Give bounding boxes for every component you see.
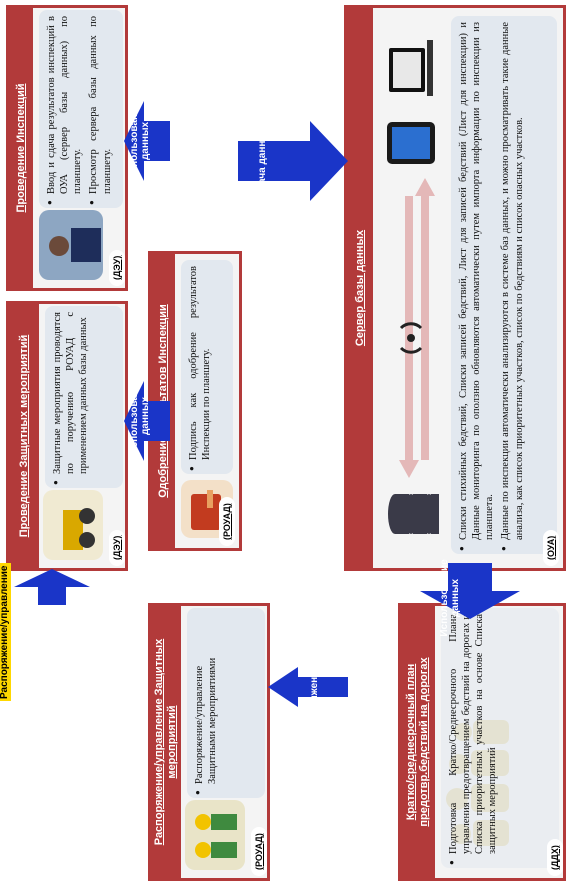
box-approval: Одобрение результатов Инспекции Подпись …	[148, 251, 242, 551]
orders-panel: Распоряжение/управление Защитными меропр…	[187, 608, 265, 798]
box-title: Проведение Инспекций	[9, 8, 33, 288]
box-inspection: Проведение Инспекций Ввод и сдача резуль…	[6, 5, 128, 291]
laptop-icon	[383, 38, 439, 98]
protective-bullet: Защитные мероприятия проводятся по поруч…	[51, 312, 90, 474]
arrow-data-submit-label: Сдача данных	[257, 126, 268, 198]
box-title: Распоряжение/управление Защитных меропри…	[151, 606, 181, 878]
inspector-illustration	[39, 210, 103, 280]
arrow-order	[268, 667, 348, 707]
wireless-icon	[391, 318, 431, 358]
plan-bullet: Подготовка Кратко/Среднесрочного Плана у…	[447, 614, 500, 854]
org-label: (ДЭУ)	[109, 529, 125, 566]
arrow-data-use-top-label: Использование данных	[129, 102, 151, 180]
approval-panel: Подпись как одобрение результатов Инспек…	[181, 260, 233, 474]
org-label: (ДДХ)	[547, 839, 563, 876]
arrow-order-manage	[14, 569, 90, 605]
arrow-data-use-mid	[124, 381, 170, 461]
server-bullet: Списки стихийных бедствий, Списки записе…	[457, 22, 496, 540]
approval-bullet: Подпись как одобрение результатов Инспек…	[187, 266, 213, 460]
box-protective: Проведение Защитных мероприятий Защитные…	[6, 301, 128, 571]
arrow-order-manage-label: Распоряжение/управление	[0, 563, 11, 701]
database-icon	[385, 490, 447, 538]
box-title: Проведение Защитных мероприятий	[9, 304, 39, 568]
inspection-panel: Ввод и сдача результатов инспекций в ОУА…	[39, 10, 123, 208]
arrow-data-submit	[238, 121, 348, 201]
orders-bullet: Распоряжение/управление Защитными меропр…	[193, 614, 219, 784]
box-title: Кратко/среднесрочный план предотвр.бедст…	[401, 606, 435, 878]
arrow-data-use-top	[124, 101, 170, 181]
org-label: (ОУА)	[543, 529, 559, 566]
org-label: (РОУАД)	[251, 827, 267, 876]
tractor-illustration	[43, 490, 103, 560]
box-title: Сервер базы данных	[347, 8, 373, 568]
arrow-order-label: Распоряжение	[309, 665, 320, 737]
tablet-icon	[383, 118, 439, 168]
server-bullet: Данные по инспекции автоматически анализ…	[499, 22, 525, 540]
arrow-data-use-mid-label: Использование данных	[129, 377, 151, 455]
protective-panel: Защитные мероприятия проводятся по поруч…	[45, 306, 123, 488]
org-label: (РОУАД)	[219, 497, 235, 546]
inspection-bullet: Ввод и сдача результатов инспекций в ОУА…	[45, 16, 84, 194]
arrow-data-use-bottom-label: Использование данных	[439, 559, 461, 637]
inspection-bullet: Просмотр сервера базы данных по планшету…	[87, 16, 113, 194]
org-label: (ДЭУ)	[109, 249, 125, 286]
tablet-sign-illustration	[181, 480, 233, 538]
box-orders: Распоряжение/управление Защитных меропри…	[148, 603, 270, 881]
server-panel: Списки стихийных бедствий, Списки записе…	[451, 16, 557, 554]
plan-panel: Подготовка Кратко/Среднесрочного Плана у…	[441, 608, 559, 868]
workers-illustration	[185, 800, 245, 870]
box-server: Сервер базы данных Списки стихийных бедс…	[344, 5, 566, 571]
arrow-data-use-bottom	[420, 563, 520, 619]
box-plan: Кратко/среднесрочный план предотвр.бедст…	[398, 603, 566, 881]
